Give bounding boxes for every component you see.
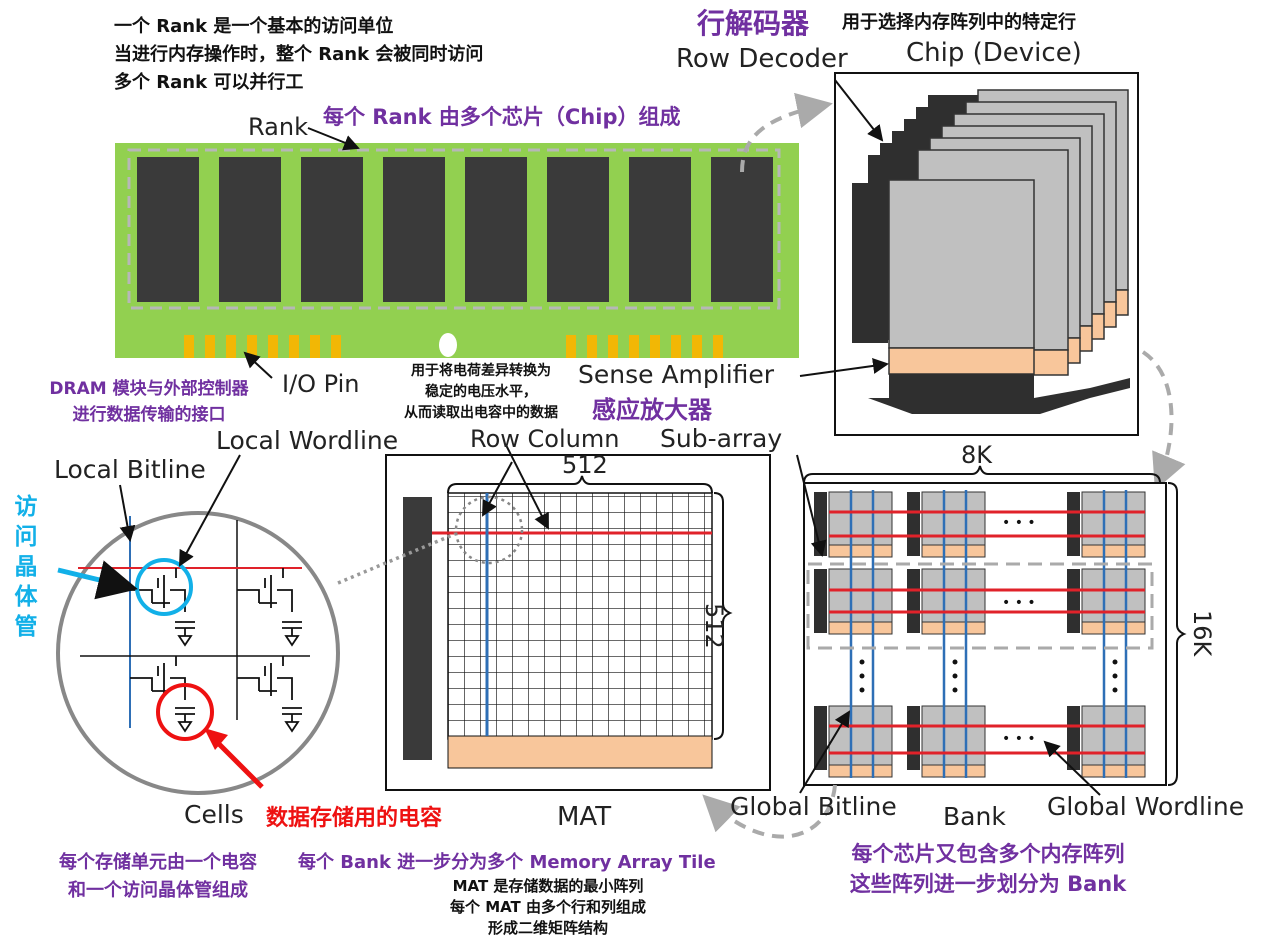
row-decoder-note: 用于选择内存阵列中的特定行 [842, 12, 1076, 33]
bank-note-2: 这些阵列进一步划分为 Bank [849, 872, 1127, 896]
mat-top-count: 512 [562, 451, 608, 479]
rank-chips [137, 157, 773, 302]
transistor-char-3: 晶 [14, 554, 38, 580]
bank-block [796, 454, 1187, 796]
vertical-dots [859, 659, 1118, 693]
rank-chip-note: 每个 Rank 由多个芯片（Chip）组成 [323, 105, 681, 129]
global-bitline-label: Global Bitline [730, 792, 897, 821]
sense-note-2: 稳定的电压水平， [425, 384, 537, 400]
mat-note-1: MAT 是存储数据的最小阵列 [452, 877, 644, 895]
rank-label: Rank [248, 113, 308, 141]
bank-height-label: 16K [1188, 610, 1216, 657]
rank-note-1: 一个 Rank 是一个基本的访问单位 [114, 16, 394, 37]
rank-note-2: 当进行内存操作时，整个 Rank 会被同时访问 [114, 44, 484, 65]
bank-to-mat-arrow [702, 784, 837, 839]
transistor-char-1: 访 [14, 494, 38, 520]
subarray-label: Sub-array [660, 424, 783, 453]
cell-detail [56, 454, 340, 795]
bank-row2-dots: • • • [1002, 595, 1036, 611]
transistor-char-5: 管 [14, 614, 38, 640]
row-decoder-cn: 行解码器 [697, 7, 810, 40]
rank-to-chip-arrow [740, 92, 833, 173]
cell-note-2: 和一个访问晶体管组成 [68, 880, 248, 901]
io-note-1: DRAM 模块与外部控制器 [49, 379, 249, 399]
capacitor-highlight [156, 683, 214, 741]
chip-stack [852, 89, 1130, 414]
bank-label: Bank [943, 802, 1006, 831]
sense-amp-cn: 感应放大器 [592, 396, 712, 424]
row-decoder-label: Row Decoder [676, 44, 848, 74]
transistor-char-2: 问 [14, 524, 38, 550]
row-column-label: Row Column [470, 425, 620, 453]
io-pins [184, 335, 723, 358]
bank-note-1: 每个芯片又包含多个内存阵列 [851, 842, 1125, 866]
chip-title: Chip (Device) [906, 38, 1082, 68]
transistor-char-4: 体 [14, 584, 38, 610]
mat-side-count: 512 [700, 603, 728, 649]
cell-note-1: 每个存储单元由一个电容 [59, 852, 257, 873]
io-note-2: 进行数据传输的接口 [72, 405, 226, 425]
global-wordline-label: Global Wordline [1047, 792, 1245, 821]
mat-note-2: 每个 MAT 由多个行和列组成 [449, 898, 647, 916]
sense-note-3: 从而读取出电容中的数据 [404, 405, 558, 421]
mat-label: MAT [557, 802, 612, 832]
sense-amp-label: Sense Amplifier [578, 360, 775, 389]
bank-row3-dots: • • • [1002, 731, 1036, 747]
cell-to-mat-connector [337, 532, 456, 585]
chip-to-bank-arrow [1141, 350, 1186, 491]
mat-bank-note: 每个 Bank 进一步分为多个 Memory Array Tile [298, 852, 716, 873]
capacitor-cn: 数据存储用的电容 [266, 806, 443, 831]
bank-row1-dots: • • • [1002, 515, 1036, 531]
cells-label: Cells [184, 800, 244, 829]
rank-note-3: 多个 Rank 可以并行工 [114, 72, 304, 93]
local-bitline-label: Local Bitline [54, 455, 206, 484]
global-wordlines [829, 510, 1145, 755]
local-wordline-label: Local Wordline [216, 426, 399, 455]
global-bitlines [849, 490, 1128, 778]
bank-width-label: 8K [961, 441, 993, 469]
io-pin-label: I/O Pin [282, 370, 360, 398]
rank-module [115, 127, 799, 379]
transistor-cn: 访 问 晶 体 管 [8, 492, 44, 642]
chip-device [799, 72, 1139, 436]
mat-note-3: 形成二维矩阵结构 [487, 919, 608, 937]
mat-block [385, 444, 771, 791]
sense-note-1: 用于将电荷差异转换为 [411, 363, 551, 379]
